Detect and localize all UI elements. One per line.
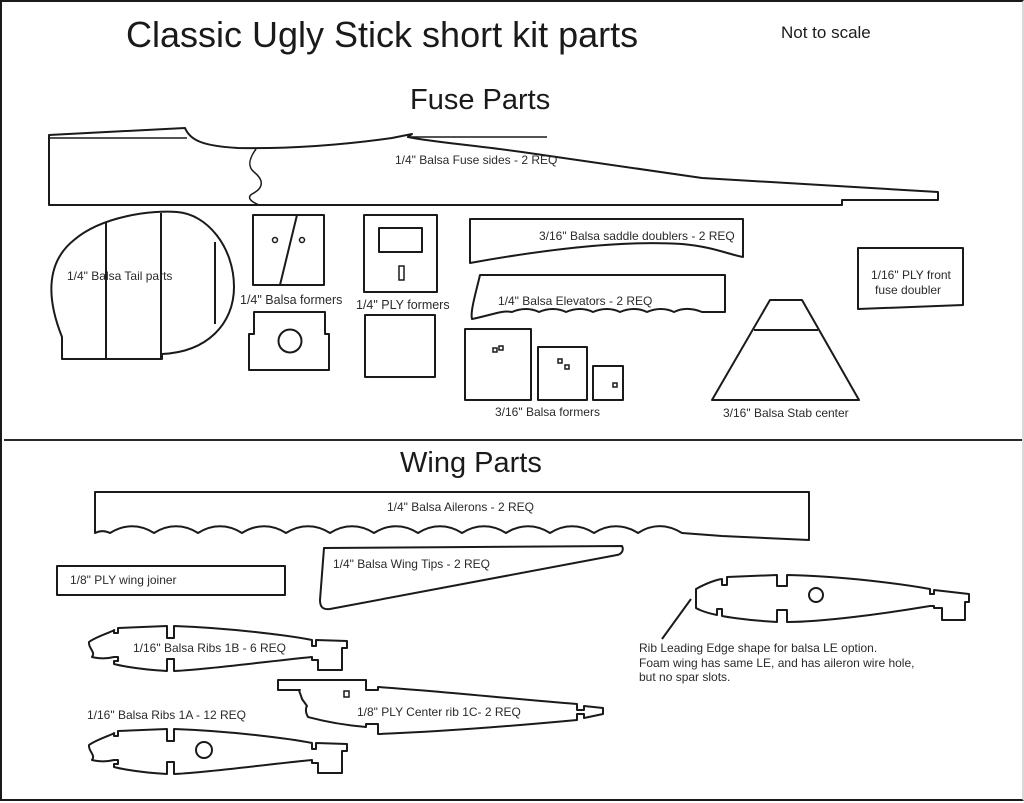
tail-parts: 1/4" Balsa Tail parts (50, 210, 235, 360)
le-option-rib: Rib Leading Edge shape for balsa LE opti… (639, 574, 970, 684)
wing-tips-part: 1/4" Balsa Wing Tips - 2 REQ (319, 545, 624, 611)
front-fuse-doubler-part: 1/16" PLY front fuse doubler (857, 247, 964, 310)
tail-parts-label: 1/4" Balsa Tail parts (67, 269, 172, 283)
saddle-doublers-label: 3/16" Balsa saddle doublers - 2 REQ (539, 229, 735, 243)
stab-center-label: 3/16" Balsa Stab center (723, 406, 849, 420)
sheet-title: Classic Ugly Stick short kit parts (126, 14, 638, 55)
elevators-part: 1/4" Balsa Elevators - 2 REQ (470, 274, 726, 320)
ailerons-part: 1/4" Balsa Ailerons - 2 REQ (94, 491, 810, 541)
ribs-1b-label: 1/16" Balsa Ribs 1B - 6 REQ (133, 641, 286, 655)
wing-tips-label: 1/4" Balsa Wing Tips - 2 REQ (333, 557, 490, 571)
ailerons-label: 1/4" Balsa Ailerons - 2 REQ (387, 500, 534, 514)
le-note-line3: but no spar slots. (639, 670, 730, 684)
center-rib-1c-part: 1/8" PLY Center rib 1C- 2 REQ (277, 679, 604, 735)
balsa-formers-3-16: 3/16" Balsa formers (464, 328, 624, 419)
wing-section-title: Wing Parts (400, 447, 542, 479)
stab-center-part: 3/16" Balsa Stab center (711, 299, 860, 420)
elevators-label: 1/4" Balsa Elevators - 2 REQ (498, 294, 652, 308)
front-doubler-label-1: 1/16" PLY front (871, 268, 952, 282)
balsa-formers-3-16-label: 3/16" Balsa formers (495, 405, 600, 419)
front-doubler-label-2: fuse doubler (875, 283, 941, 297)
ply-formers-label: 1/4" PLY formers (356, 298, 450, 312)
balsa-formers-quarter-label: 1/4" Balsa formers (240, 293, 342, 307)
wing-joiner-label: 1/8" PLY wing joiner (70, 573, 177, 587)
rib-1a-part: 1/16" Balsa Ribs 1A - 12 REQ (87, 708, 348, 775)
ribs-1a-label: 1/16" Balsa Ribs 1A - 12 REQ (87, 708, 246, 722)
le-note-line2: Foam wing has same LE, and has aileron w… (639, 656, 914, 670)
le-note-line1: Rib Leading Edge shape for balsa LE opti… (639, 641, 877, 655)
rib-1b-part: 1/16" Balsa Ribs 1B - 6 REQ (87, 625, 348, 672)
saddle-doublers-part: 3/16" Balsa saddle doublers - 2 REQ (469, 218, 744, 264)
ply-formers-quarter: 1/4" PLY formers (356, 214, 450, 378)
balsa-formers-quarter: 1/4" Balsa formers (240, 214, 342, 371)
fuse-side-part: 1/4" Balsa Fuse sides - 2 REQ (48, 127, 939, 206)
center-rib-label: 1/8" PLY Center rib 1C- 2 REQ (357, 705, 521, 719)
fuse-section-title: Fuse Parts (410, 84, 550, 116)
scale-note: Not to scale (781, 23, 871, 42)
wing-joiner-part: 1/8" PLY wing joiner (56, 565, 286, 596)
fuse-sides-label: 1/4" Balsa Fuse sides - 2 REQ (395, 153, 557, 167)
